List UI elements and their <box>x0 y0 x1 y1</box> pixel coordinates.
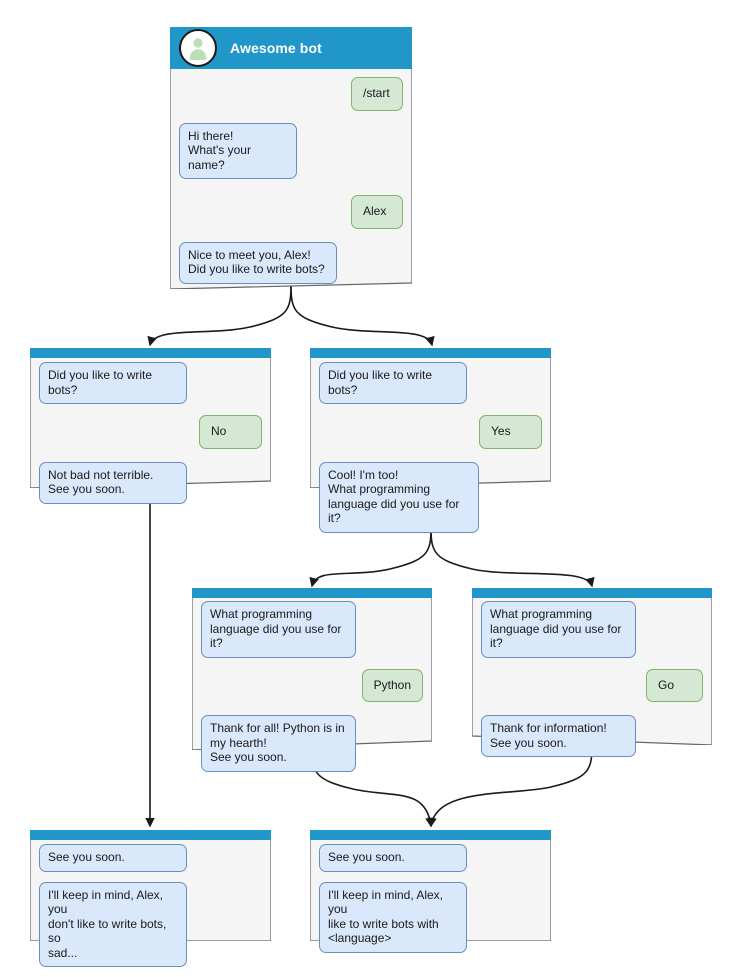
card-answer-yes-header <box>310 348 551 358</box>
user-message-bubble: Go <box>646 668 703 702</box>
person-avatar-icon <box>179 29 217 67</box>
card-answer-no-messages: Did you like to write bots? No Not bad n… <box>30 362 271 514</box>
message-row: Yes <box>319 415 542 449</box>
card-end-happy-messages: See you soon. I'll keep in mind, Alex, y… <box>310 844 551 963</box>
bot-message-bubble: Cool! I'm too! What programming language… <box>319 461 479 533</box>
message-row: Not bad not terrible. See you soon. <box>39 461 262 504</box>
card-end-sad-header <box>30 830 271 840</box>
user-message-bubble: No <box>199 415 262 449</box>
bot-message-bubble: Thank for information! See you soon. <box>481 715 636 757</box>
user-message-bubble: /start <box>351 77 403 111</box>
card-end-happy-header <box>310 830 551 840</box>
card-answer-yes-messages: Did you like to write bots? Yes Cool! I'… <box>310 362 551 543</box>
card-end-happy[interactable]: See you soon. I'll keep in mind, Alex, y… <box>310 830 551 953</box>
message-row: Did you like to write bots? <box>39 362 262 404</box>
edge-start-to-no <box>147 284 292 347</box>
bot-message-bubble: Did you like to write bots? <box>319 362 467 404</box>
card-answer-no-header <box>30 348 271 358</box>
bot-message-bubble: Thank for all! Python is in my hearth! S… <box>201 715 356 772</box>
user-message-bubble: Python <box>361 668 423 702</box>
bot-message-bubble: See you soon. <box>39 844 187 872</box>
card-language-python[interactable]: What programming language did you use fo… <box>192 588 432 772</box>
bot-message-bubble: I'll keep in mind, Alex, you like to wri… <box>319 881 467 953</box>
card-language-python-messages: What programming language did you use fo… <box>192 601 432 782</box>
message-row: See you soon. <box>39 844 262 872</box>
message-row: What programming language did you use fo… <box>481 601 703 658</box>
bot-message-bubble: Hi there! What's your name? <box>179 122 297 179</box>
message-row: Go <box>481 668 703 702</box>
edge-start-to-yes <box>290 284 435 347</box>
message-row: Python <box>201 668 423 702</box>
card-end-sad-messages: See you soon. I'll keep in mind, Alex, y… <box>30 844 271 977</box>
message-row: What programming language did you use fo… <box>201 601 423 658</box>
card-language-go-header <box>472 588 712 598</box>
bot-message-bubble: What programming language did you use fo… <box>201 601 356 658</box>
user-message-bubble: Alex <box>351 195 403 229</box>
message-row: I'll keep in mind, Alex, you like to wri… <box>319 881 542 953</box>
message-row: Did you like to write bots? <box>319 362 542 404</box>
card-start[interactable]: Awesome bot /start Hi there! What's your… <box>170 27 412 289</box>
message-row: I'll keep in mind, Alex, you don't like … <box>39 881 262 967</box>
message-row: Thank for information! See you soon. <box>481 715 703 757</box>
card-answer-yes[interactable]: Did you like to write bots? Yes Cool! I'… <box>310 348 551 533</box>
bot-message-bubble: I'll keep in mind, Alex, you don't like … <box>39 881 187 967</box>
bot-message-bubble: Did you like to write bots? <box>39 362 187 404</box>
card-language-python-header <box>192 588 432 598</box>
message-row: No <box>39 415 262 449</box>
user-message-bubble: Yes <box>479 415 542 449</box>
card-answer-no[interactable]: Did you like to write bots? No Not bad n… <box>30 348 271 504</box>
bot-message-bubble: Not bad not terrible. See you soon. <box>39 461 187 504</box>
message-row: /start <box>179 77 403 111</box>
card-start-messages: /start Hi there! What's your name? Alex … <box>170 77 412 294</box>
bot-name-label: Awesome bot <box>230 40 322 56</box>
message-row: Cool! I'm too! What programming language… <box>319 461 542 533</box>
message-row: Thank for all! Python is in my hearth! S… <box>201 715 423 772</box>
card-start-header: Awesome bot <box>170 27 412 69</box>
bot-message-bubble: Nice to meet you, Alex! Did you like to … <box>179 241 337 284</box>
message-row: Alex <box>179 195 403 229</box>
bot-message-bubble: What programming language did you use fo… <box>481 601 636 658</box>
bot-message-bubble: See you soon. <box>319 844 467 872</box>
card-language-go-messages: What programming language did you use fo… <box>472 601 712 767</box>
message-row: See you soon. <box>319 844 542 872</box>
message-row: Nice to meet you, Alex! Did you like to … <box>179 241 403 284</box>
card-end-sad[interactable]: See you soon. I'll keep in mind, Alex, y… <box>30 830 271 967</box>
message-row: Hi there! What's your name? <box>179 122 403 179</box>
card-language-go[interactable]: What programming language did you use fo… <box>472 588 712 757</box>
